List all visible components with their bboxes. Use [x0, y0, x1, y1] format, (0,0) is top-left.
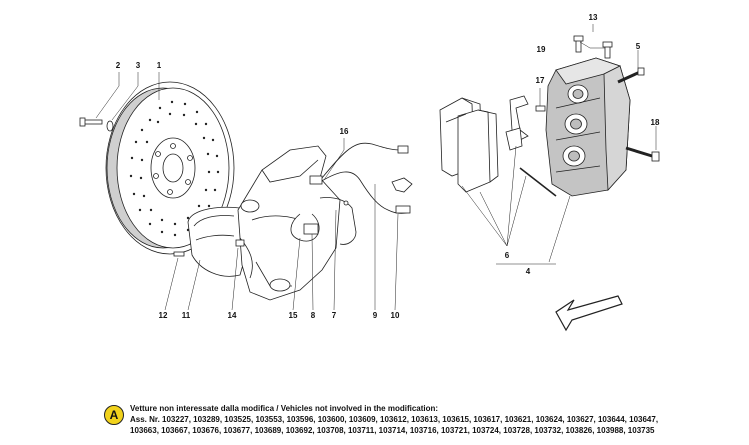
brake-disc — [105, 81, 235, 255]
callout-2: 2 — [116, 61, 121, 70]
callout-19: 19 — [537, 45, 546, 54]
callout-13: 13 — [589, 13, 598, 22]
callout-5: 5 — [636, 42, 641, 51]
shield-screw — [173, 251, 185, 257]
note-text: Vetture non interessate dalla modifica /… — [130, 403, 730, 436]
callout-6: 6 — [505, 251, 510, 260]
direction-arrow — [555, 295, 623, 332]
shield-bolt — [235, 239, 245, 247]
leader-lines — [95, 24, 657, 311]
callout-7: 7 — [332, 311, 337, 320]
brake-pads — [439, 97, 499, 193]
pad-retaining-pin — [519, 167, 557, 197]
pad-retaining-spring — [505, 95, 529, 151]
note-line-2: Ass. Nr. 103227, 103289, 103525, 103553,… — [130, 415, 659, 424]
caliper-bolt-lower — [625, 146, 660, 162]
callout-14: 14 — [228, 311, 237, 320]
callout-1: 1 — [157, 61, 162, 70]
callout-12: 12 — [159, 311, 168, 320]
note-line-3: 103663, 103667, 103676, 103677, 103689, … — [130, 426, 655, 435]
note-badge: A — [104, 405, 124, 425]
brake-caliper — [545, 57, 631, 197]
hub-carrier — [237, 145, 341, 301]
callout-3: 3 — [136, 61, 141, 70]
bleed-screws — [573, 35, 613, 59]
callout-10: 10 — [391, 311, 400, 320]
note-line-1: Vetture non interessate dalla modifica /… — [130, 404, 439, 413]
callout-15: 15 — [289, 311, 298, 320]
callout-16: 16 — [340, 127, 349, 136]
callout-4: 4 — [526, 267, 531, 276]
small-screw — [535, 105, 546, 112]
callout-18: 18 — [651, 118, 660, 127]
disc-screw — [79, 117, 103, 127]
callout-9: 9 — [373, 311, 378, 320]
callout-11: 11 — [182, 311, 191, 320]
disc-washer — [106, 120, 114, 132]
callout-8: 8 — [311, 311, 316, 320]
callout-17: 17 — [536, 76, 545, 85]
caliper-bolt-upper — [617, 67, 645, 84]
